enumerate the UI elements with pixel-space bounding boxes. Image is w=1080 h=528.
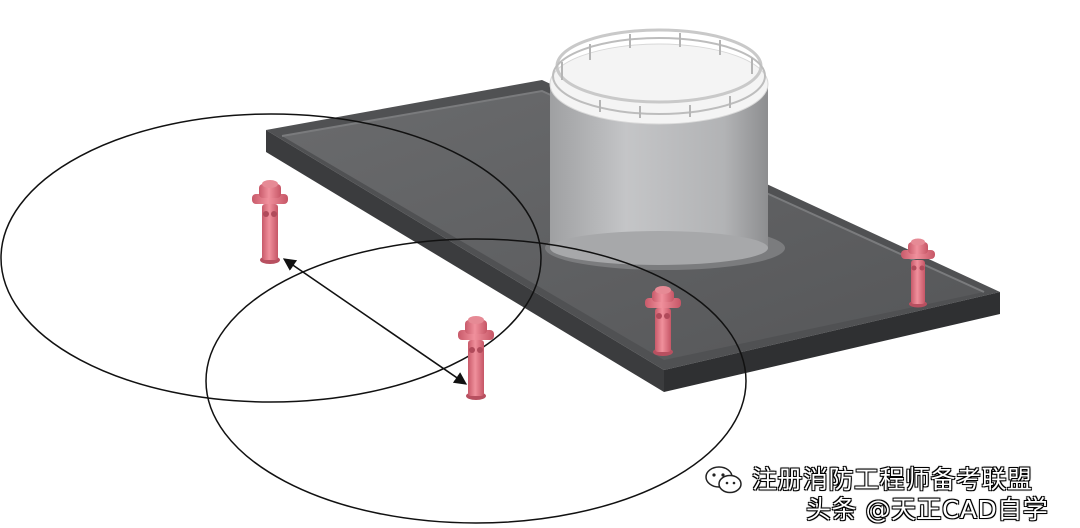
watermark: 注册消防工程师备考联盟 头条 @天正CAD自学: [700, 458, 1072, 524]
coverage-circle-1: [0, 113, 542, 403]
fire-hydrant-2: [458, 316, 494, 400]
watermark-line-1: 注册消防工程师备考联盟: [752, 465, 1033, 494]
storage-tank: [545, 28, 785, 270]
coverage-circle-2: [205, 238, 747, 524]
fire-hydrant-4: [901, 238, 935, 308]
fire-hydrant-3: [645, 286, 681, 356]
fire-hydrant-1: [252, 180, 288, 264]
watermark-line-2: 头条 @天正CAD自学: [806, 495, 1049, 524]
wechat-icon: [705, 466, 742, 494]
distance-arrow: [282, 258, 468, 385]
